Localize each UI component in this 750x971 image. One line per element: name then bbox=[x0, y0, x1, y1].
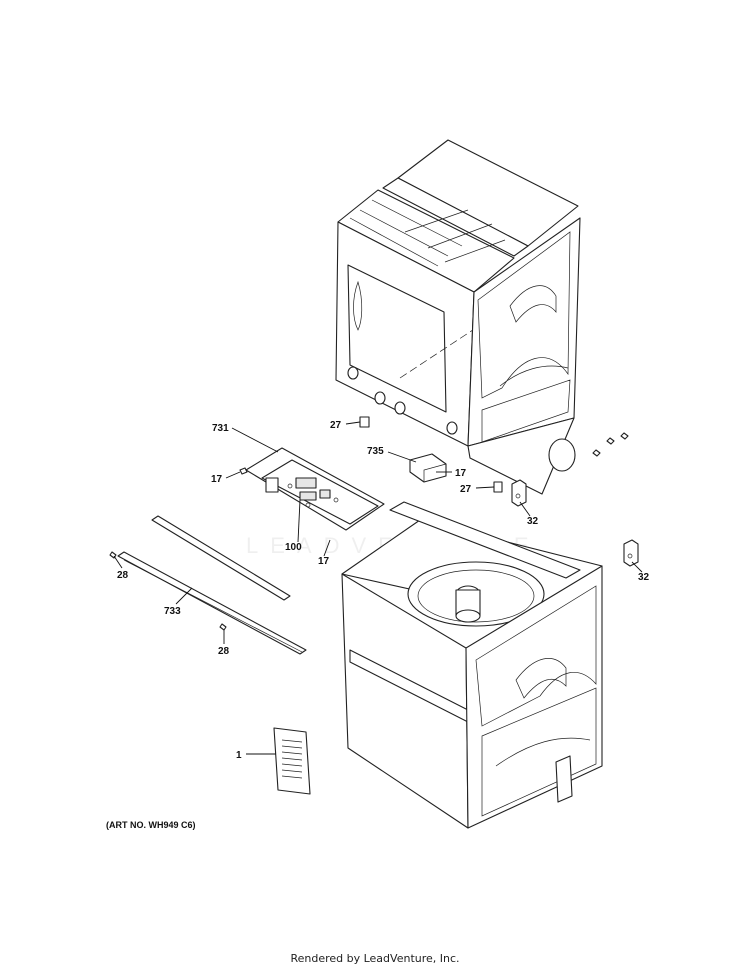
callout-1: 1 bbox=[236, 750, 242, 761]
washer-cabinet bbox=[341, 501, 603, 829]
callout-27-upper: 27 bbox=[330, 420, 342, 431]
callout-17-left: 17 bbox=[211, 474, 223, 485]
callout-17-bottom: 17 bbox=[318, 556, 330, 567]
callout-32-right: 32 bbox=[638, 572, 650, 583]
callout-735: 735 bbox=[367, 446, 384, 457]
leader-lines bbox=[113, 421, 643, 755]
control-board-housing bbox=[239, 447, 385, 531]
bracket-735 bbox=[409, 453, 447, 483]
callout-32-left: 32 bbox=[527, 516, 539, 527]
brackets-32 bbox=[511, 479, 639, 567]
dryer-cabinet bbox=[335, 139, 581, 495]
render-credit: Rendered by LeadVenture, Inc. bbox=[290, 952, 460, 965]
callout-28-left: 28 bbox=[117, 570, 129, 581]
callout-100: 100 bbox=[285, 542, 302, 553]
art-number: (ART NO. WH949 C6) bbox=[106, 820, 196, 830]
trim-strips bbox=[109, 515, 307, 655]
callout-17-right: 17 bbox=[455, 468, 467, 479]
callout-27-lower: 27 bbox=[460, 484, 472, 495]
callout-733: 733 bbox=[164, 606, 181, 617]
callout-labels: 731 17 100 17 735 17 27 27 32 32 28 733 … bbox=[117, 420, 650, 761]
callout-731: 731 bbox=[212, 423, 229, 434]
dryer-screws bbox=[592, 432, 629, 457]
callout-28-bottom: 28 bbox=[218, 646, 230, 657]
owners-manual bbox=[273, 727, 311, 795]
